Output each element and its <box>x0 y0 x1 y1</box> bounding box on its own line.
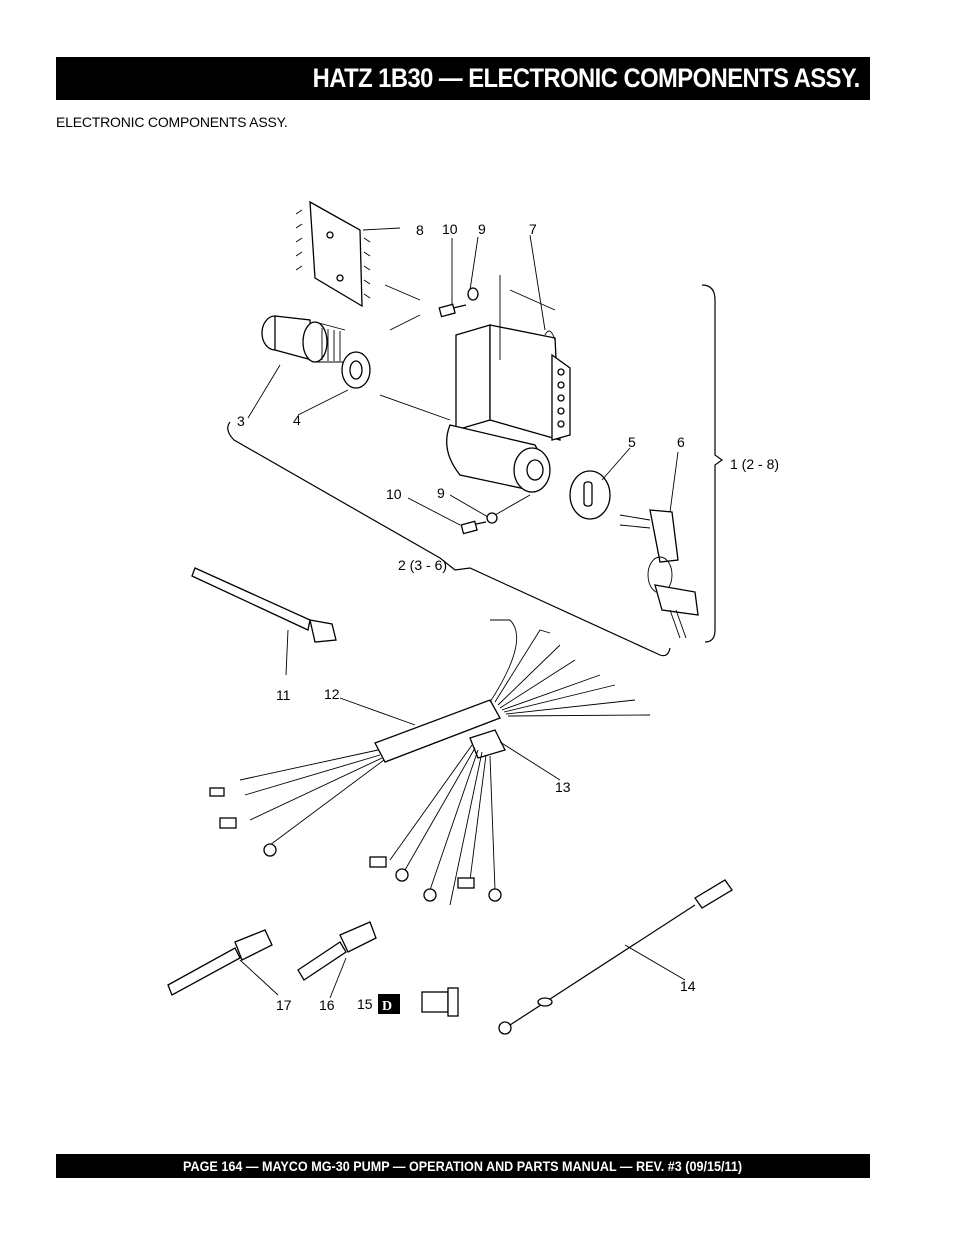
part-10-screw-bottom <box>460 520 487 535</box>
part-11-cable-tie <box>191 567 337 643</box>
callout-6: 6 <box>677 434 685 450</box>
part-3-switch <box>261 315 346 363</box>
callout-5: 5 <box>628 434 636 450</box>
callout-12: 12 <box>324 686 340 702</box>
part-15-badge <box>378 994 400 1014</box>
callout-1: 1 (2 - 8) <box>730 456 779 472</box>
footer-bar: PAGE 164 — MAYCO MG-30 PUMP — OPERATION … <box>56 1154 870 1178</box>
part-5-cover <box>569 470 611 520</box>
part-17-sensor <box>167 929 273 996</box>
part-12-wire-harness <box>209 619 651 857</box>
part-14-ground-wire <box>498 879 733 1035</box>
callout-17: 17 <box>276 997 292 1013</box>
page-title-bar: HATZ 1B30 — ELECTRONIC COMPONENTS ASSY. <box>56 57 870 100</box>
footer-text: PAGE 164 — MAYCO MG-30 PUMP — OPERATION … <box>183 1158 743 1174</box>
callout-14: 14 <box>680 978 696 994</box>
bracket-1 <box>701 284 724 643</box>
part-6-keys <box>619 509 699 639</box>
callout-7: 7 <box>529 221 537 237</box>
part-4-nut <box>341 351 371 389</box>
part-15-pressure-switch <box>421 987 459 1017</box>
callout-11: 11 <box>276 687 291 703</box>
part-15-badge-letter: D <box>382 999 392 1014</box>
callout-16: 16 <box>319 997 335 1013</box>
bracket-2 <box>227 421 671 657</box>
callout-9-bottom: 9 <box>437 485 445 501</box>
part-8-terminal-plate <box>295 200 371 308</box>
callout-9-top: 9 <box>478 221 486 237</box>
callout-10-top: 10 <box>442 221 458 237</box>
callout-8: 8 <box>416 222 424 238</box>
callout-2: 2 (3 - 6) <box>398 557 447 573</box>
part-10-screw-top <box>438 303 467 318</box>
part-13-wire-harness <box>369 729 506 906</box>
parts-diagram: D 8 10 9 7 3 4 5 6 1 (2 - 8) 10 9 2 (3 -… <box>167 200 779 1035</box>
callout-13: 13 <box>555 779 571 795</box>
part-7-ignition-switch-housing <box>446 324 571 493</box>
page-title: HATZ 1B30 — ELECTRONIC COMPONENTS ASSY. <box>312 63 861 93</box>
part-9-washer-top <box>467 287 479 301</box>
callout-3: 3 <box>237 413 245 429</box>
callout-15: 15 <box>357 996 373 1012</box>
part-9-washer-bottom <box>486 512 498 524</box>
callout-4: 4 <box>293 412 301 428</box>
callout-10-bottom: 10 <box>386 486 402 502</box>
section-subtitle: ELECTRONIC COMPONENTS ASSY. <box>56 114 288 130</box>
part-16-sensor <box>297 921 377 981</box>
